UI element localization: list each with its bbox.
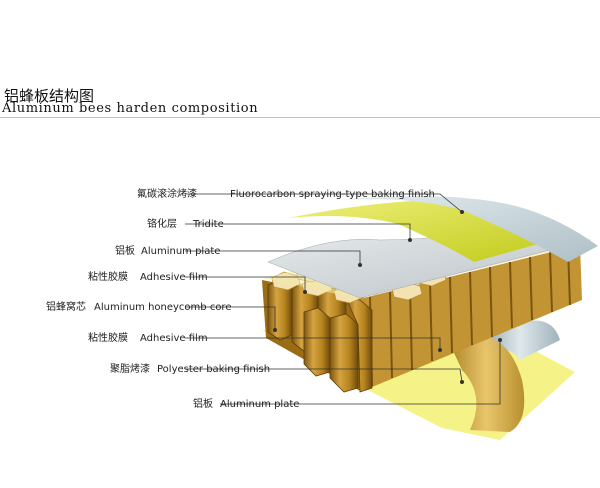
label-honeycomb-cn: 铝蜂窝芯 [46, 300, 86, 313]
label-fluorocarbon-en: Fluorocarbon spraying-type baking finish [230, 189, 435, 200]
leader-lines [185, 193, 501, 405]
label-adhesive-film-cn: 粘性胶膜 [88, 270, 128, 283]
label-adhesive-film-2-en: Adhesive film [140, 333, 208, 344]
label-polyester-cn: 聚脂烤漆 [110, 362, 150, 375]
label-aluminum-plate-2-cn: 铝板 [193, 397, 213, 410]
label-tridite-cn: 铬化层 [147, 217, 177, 230]
label-adhesive-film-2-cn: 粘性胶膜 [88, 331, 128, 344]
title-divider [0, 117, 600, 118]
fluorocarbon-sheet [340, 196, 598, 262]
label-fluorocarbon-cn: 氟碳滚涂烤漆 [137, 187, 197, 200]
leader-dots [273, 210, 502, 384]
polyester-curl [448, 335, 525, 432]
label-aluminum-plate-2-en: Aluminum plate [220, 399, 299, 410]
honeycomb-side-wall [355, 245, 582, 392]
layer-labels: 氟碳滚涂烤漆 Fluorocarbon spraying-type baking… [46, 187, 435, 410]
page-title-en: Aluminum bees harden composition [2, 101, 259, 116]
label-polyester-en: Polyester baking finish [157, 364, 270, 375]
label-aluminum-plate-en: Aluminum plate [141, 246, 220, 257]
bottom-plate-curl [480, 320, 560, 360]
page-title-cn: 铝蜂板结构图 [4, 87, 95, 105]
label-adhesive-film-en: Adhesive film [140, 272, 208, 283]
label-honeycomb-en: Aluminum honeycomb core [94, 302, 231, 313]
label-aluminum-plate-cn: 铝板 [115, 244, 135, 257]
label-tridite-en: Tridite [192, 219, 224, 230]
